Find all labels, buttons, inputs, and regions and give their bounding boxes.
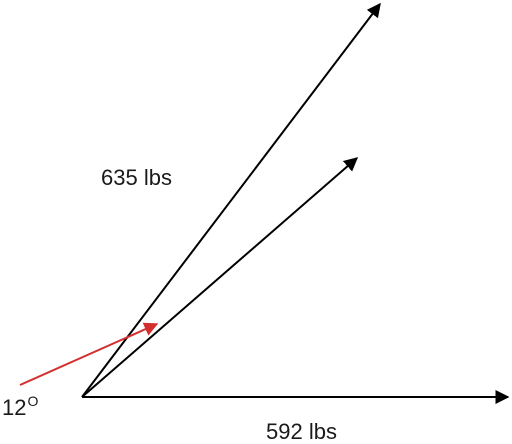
vector-635-line [81, 2, 381, 398]
angle-value: 12 [2, 395, 27, 420]
angle-label: 12O [2, 394, 38, 420]
force-label-635: 635 lbs [101, 165, 172, 190]
angle-pointer-arrow [19, 322, 159, 386]
degree-symbol: O [27, 393, 39, 409]
vector-middle-line [81, 157, 359, 398]
force-label-592: 592 lbs [266, 419, 337, 444]
